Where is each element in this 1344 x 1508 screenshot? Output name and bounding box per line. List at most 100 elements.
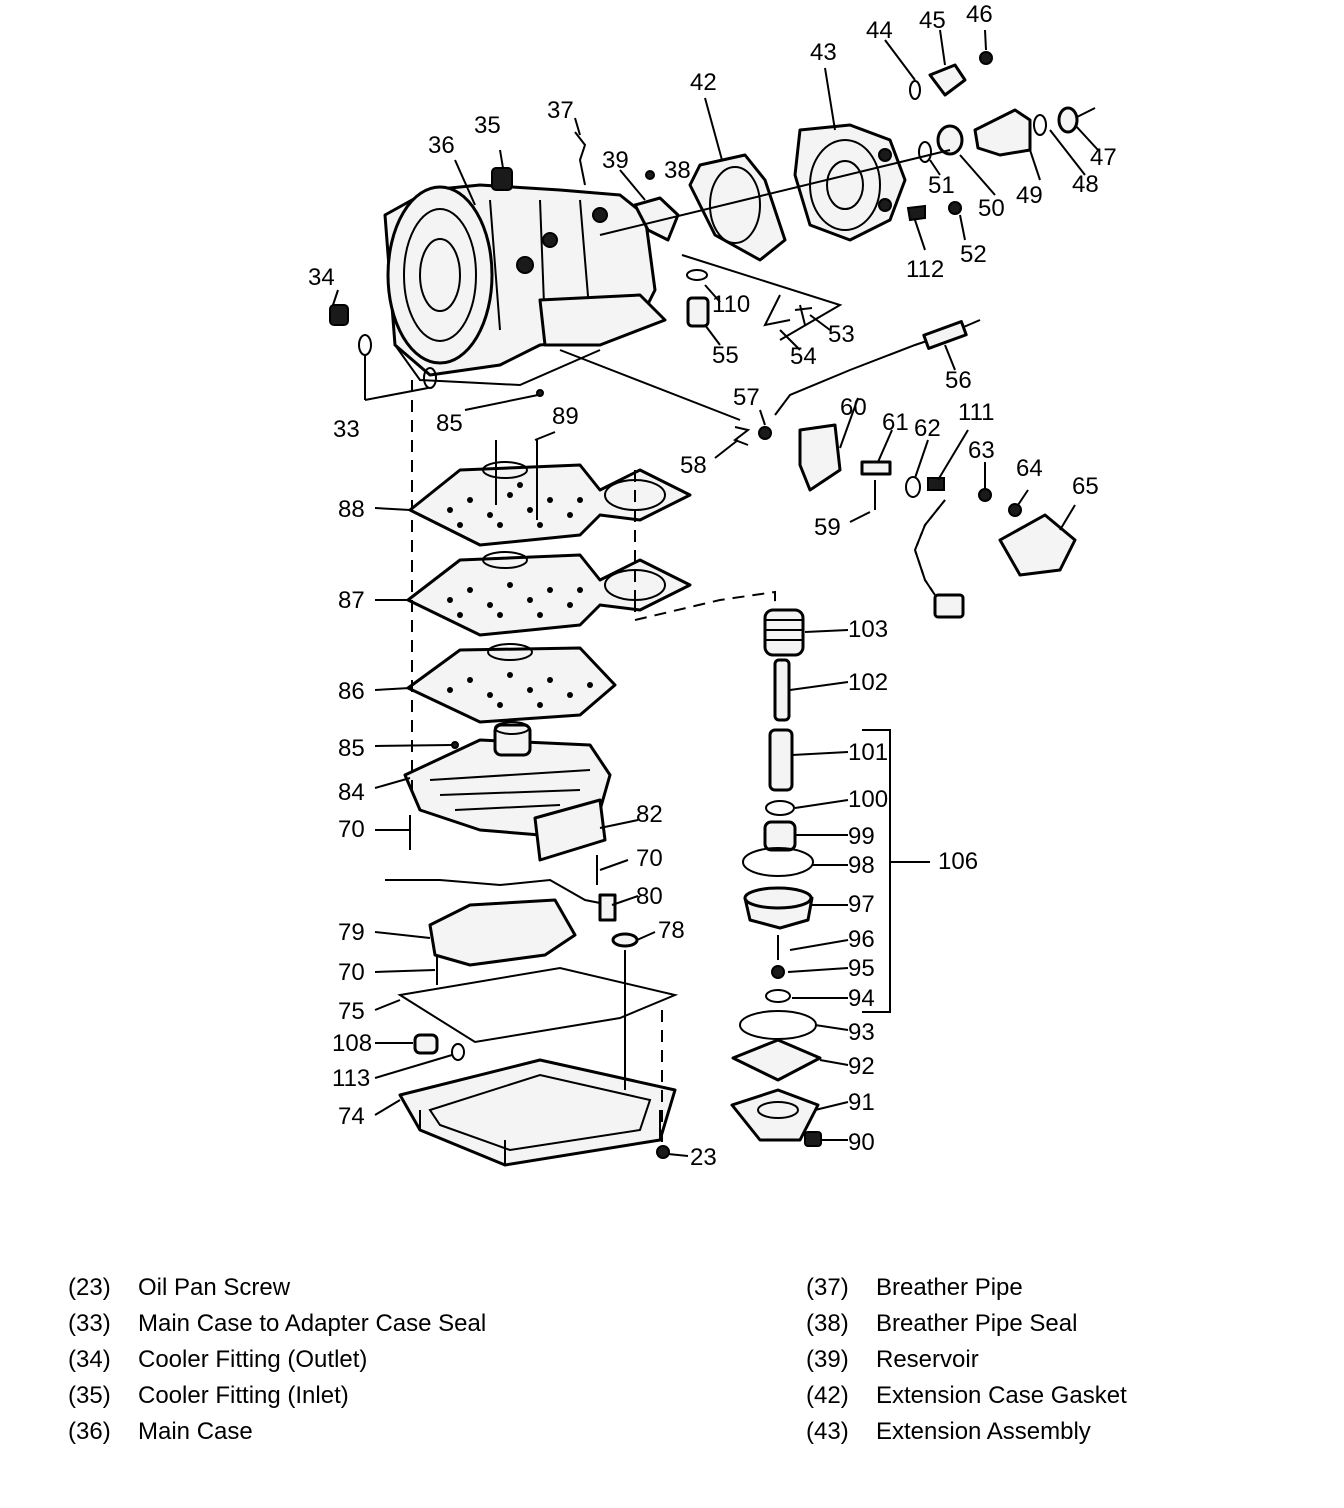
- callout-49: 49: [1016, 182, 1043, 209]
- leader-lines: [332, 29, 1099, 1157]
- callout-70-right: 70: [636, 845, 663, 872]
- legend-item: (39)Reservoir: [806, 1346, 979, 1373]
- main-case: [383, 183, 667, 387]
- part-56-end: [922, 320, 968, 350]
- callout-42: 42: [690, 69, 717, 96]
- callout-80: 80: [636, 883, 663, 910]
- callout-110: 110: [712, 291, 750, 318]
- legend-item: (37)Breather Pipe: [806, 1274, 1023, 1301]
- callout-92: 92: [848, 1053, 875, 1080]
- callout-95: 95: [848, 955, 875, 982]
- callout-64: 64: [1016, 455, 1043, 482]
- legend-item: (34)Cooler Fitting (Outlet): [68, 1346, 368, 1373]
- part-85-lower: [451, 741, 459, 749]
- callout-44: 44: [866, 17, 893, 44]
- extension-case-gasket: [688, 153, 787, 262]
- part-90: [804, 1131, 822, 1147]
- callout-102: 102: [848, 669, 888, 696]
- callout-60: 60: [840, 394, 867, 421]
- cooler-fitting-inlet: [491, 167, 513, 191]
- legend-item: (36)Main Case: [68, 1418, 253, 1445]
- legend-item: (43)Extension Assembly: [806, 1418, 1091, 1445]
- callout-39: 39: [602, 147, 629, 174]
- callout-36: 36: [428, 132, 455, 159]
- callout-100: 100: [848, 786, 888, 813]
- legend-item: (35)Cooler Fitting (Inlet): [68, 1382, 349, 1409]
- callout-43: 43: [810, 39, 837, 66]
- callout-58: 58: [680, 452, 707, 479]
- callout-96: 96: [848, 926, 875, 953]
- part-47-line: [1074, 107, 1096, 119]
- part-58: [732, 426, 751, 446]
- callout-75: 75: [338, 998, 365, 1025]
- callout-87: 87: [338, 587, 365, 614]
- callout-93: 93: [848, 1019, 875, 1046]
- filter-79: [428, 898, 577, 967]
- callout-46: 46: [966, 1, 993, 28]
- legend-item: (38)Breather Pipe Seal: [806, 1310, 1078, 1337]
- pan-gasket-75: [397, 966, 679, 1044]
- callout-52: 52: [960, 241, 987, 268]
- callout-86: 86: [338, 678, 365, 705]
- part-60: [798, 423, 842, 492]
- valve-body: [403, 721, 612, 862]
- callout-98: 98: [848, 852, 875, 879]
- callout-35: 35: [474, 112, 501, 139]
- callout-94: 94: [848, 985, 875, 1012]
- extension-assembly: [793, 123, 907, 242]
- alignment-line-linkage: [559, 349, 741, 421]
- callout-70-lower: 70: [338, 959, 365, 986]
- part-48b: [1033, 114, 1047, 136]
- part-112: [906, 204, 926, 222]
- callout-57: 57: [733, 384, 760, 411]
- harness-80: [385, 878, 611, 906]
- part-44: [909, 80, 921, 100]
- callout-65: 65: [1072, 473, 1099, 500]
- callout-23: 23: [690, 1144, 717, 1171]
- callout-48: 48: [1072, 171, 1099, 198]
- part-61: [860, 460, 892, 476]
- part-55: [686, 296, 710, 328]
- oil-pan: [398, 1058, 677, 1167]
- callout-89: 89: [552, 403, 579, 430]
- part-64: [1008, 503, 1022, 517]
- part-45: [928, 63, 967, 97]
- case-seal-upper: [358, 334, 372, 356]
- callout-79: 79: [338, 919, 365, 946]
- part-57: [758, 426, 772, 440]
- screw-23: [656, 1145, 670, 1159]
- part-111: [927, 477, 945, 491]
- breather-pipe: [574, 131, 587, 186]
- callout-34: 34: [308, 264, 335, 291]
- callout-45: 45: [919, 7, 946, 34]
- callout-97: 97: [848, 891, 875, 918]
- callout-82: 82: [636, 801, 663, 828]
- legend-item: (33)Main Case to Adapter Case Seal: [68, 1310, 487, 1337]
- callout-50: 50: [978, 195, 1005, 222]
- part-52: [948, 201, 962, 215]
- callout-90: 90: [848, 1129, 875, 1156]
- part-51: [918, 141, 932, 163]
- part-54: [763, 294, 791, 327]
- callout-62: 62: [914, 415, 941, 442]
- callout-38: 38: [664, 157, 691, 184]
- callout-112: 112: [906, 256, 944, 283]
- callout-74: 74: [338, 1103, 365, 1130]
- seal-78: [611, 932, 639, 948]
- callout-56: 56: [945, 367, 972, 394]
- callout-78: 78: [658, 917, 685, 944]
- gasket-88: [408, 461, 692, 547]
- part-50: [936, 124, 964, 156]
- callout-106: 106: [938, 848, 978, 875]
- callout-37: 37: [547, 97, 574, 124]
- callout-99: 99: [848, 823, 875, 850]
- alignment-line-shaft: [599, 149, 951, 236]
- part-113: [451, 1043, 465, 1061]
- part-85-upper: [536, 389, 544, 397]
- legend-item: (42)Extension Case Gasket: [806, 1382, 1127, 1409]
- callout-113: 113: [332, 1065, 370, 1092]
- parts-legend: (23)Oil Pan Screw (33)Main Case to Adapt…: [0, 1270, 1344, 1470]
- callout-84: 84: [338, 779, 365, 806]
- part-48: [1057, 106, 1079, 134]
- legend-column-right: (37)Breather Pipe (38)Breather Pipe Seal…: [806, 1270, 1127, 1450]
